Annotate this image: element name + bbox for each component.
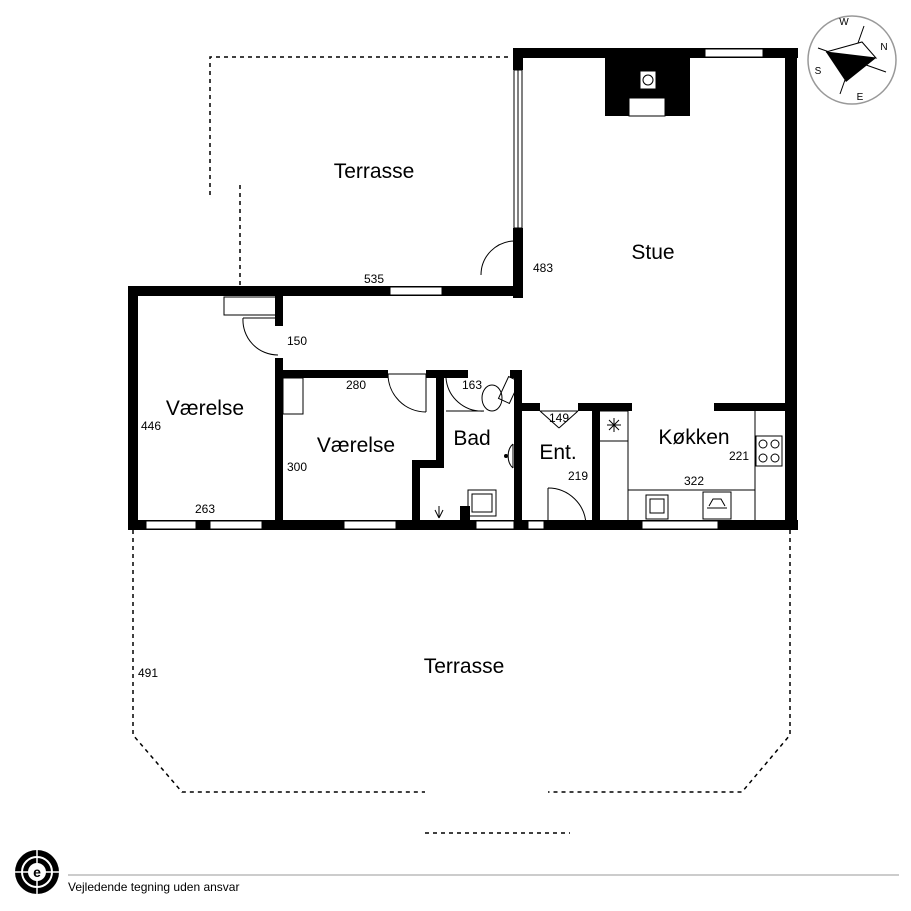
- wall: [785, 48, 797, 530]
- dimension-label: 491: [138, 666, 158, 680]
- door-opening: [527, 520, 545, 530]
- wall: [412, 460, 420, 523]
- kitchen-sink: [645, 494, 669, 520]
- compass-icon: N S E W: [807, 15, 897, 105]
- window: [145, 520, 197, 530]
- window: [343, 520, 397, 530]
- wall: [514, 370, 522, 523]
- room-label-bedroom-mid: Værelse: [317, 434, 395, 457]
- door-terrace: [480, 233, 516, 276]
- terrace-bottom-left-outline: [132, 530, 425, 793]
- svg-text:e: e: [33, 864, 41, 880]
- dimension-label: 300: [287, 460, 307, 474]
- wall: [513, 48, 798, 58]
- compass-w: W: [839, 17, 849, 28]
- wall: [514, 403, 540, 411]
- compass-needle: [826, 52, 876, 82]
- door-bedroom-mid: [387, 373, 427, 413]
- room-label-kitchen: Køkken: [658, 426, 729, 449]
- room-label-terrace-top: Terrasse: [334, 160, 415, 183]
- wall: [280, 370, 388, 378]
- wall: [275, 358, 283, 523]
- fireplace: [605, 58, 690, 117]
- door-entry: [547, 487, 587, 526]
- wall: [426, 370, 444, 378]
- fridge-icon: [607, 418, 621, 432]
- windows: [145, 48, 764, 530]
- wall: [412, 460, 444, 468]
- fixtures: [282, 58, 783, 520]
- dimension-label: 280: [346, 378, 366, 392]
- window: [704, 48, 764, 58]
- washing-machine: [467, 489, 497, 517]
- wall: [714, 403, 794, 411]
- doors: [223, 233, 587, 526]
- walls: [128, 48, 798, 530]
- wall: [460, 506, 470, 523]
- dimension-label: 446: [141, 419, 161, 433]
- washbasin: [504, 443, 514, 469]
- brand-logo-icon: e: [15, 850, 59, 894]
- room-label-bath: Bad: [453, 427, 490, 450]
- compass-s: S: [815, 66, 822, 77]
- room-label-entry: Ent.: [539, 441, 576, 464]
- room-label-living: Stue: [631, 241, 674, 264]
- wall: [592, 403, 600, 523]
- cooktop: [755, 435, 783, 467]
- door-bath: [445, 377, 485, 412]
- kitchen-counter: [600, 410, 756, 520]
- compass-e: E: [857, 92, 864, 103]
- dimension-label: 263: [195, 502, 215, 516]
- wall: [592, 403, 632, 411]
- window: [209, 520, 263, 530]
- dimension-label: 149: [549, 411, 569, 425]
- wall: [513, 228, 523, 298]
- door-bedroom-left: [223, 296, 279, 356]
- dimension-label: 150: [287, 334, 307, 348]
- wall: [513, 48, 523, 70]
- dimension-labels: 535 483 150 446 280 163 149 300 219 221 …: [138, 261, 749, 680]
- bedroom-closet: [282, 377, 304, 415]
- window: [641, 520, 719, 530]
- room-labels: Terrasse Stue Værelse Værelse Bad Ent. K…: [166, 160, 730, 678]
- dishwasher: [702, 491, 732, 520]
- room-label-terrace-bottom: Terrasse: [424, 655, 505, 678]
- wall: [436, 370, 444, 467]
- compass-n: N: [880, 42, 887, 53]
- dimension-label: 322: [684, 474, 704, 488]
- terrace-top-outline: [209, 56, 512, 195]
- room-label-bedroom-left: Værelse: [166, 397, 244, 420]
- floor-drain: [434, 506, 444, 519]
- window: [389, 286, 443, 296]
- dimension-label: 163: [462, 378, 482, 392]
- terrace-bottom-right-outline: [548, 530, 791, 793]
- wall: [128, 286, 138, 530]
- wall: [444, 370, 468, 378]
- dimension-label: 219: [568, 469, 588, 483]
- dimension-label: 483: [533, 261, 553, 275]
- wall: [578, 403, 600, 411]
- dimension-label: 221: [729, 449, 749, 463]
- disclaimer-text: Vejledende tegning uden ansvar: [68, 880, 240, 894]
- window: [475, 520, 515, 530]
- wall: [128, 286, 523, 296]
- wall: [275, 296, 283, 326]
- entry-cabinet: [539, 410, 579, 429]
- toilet: [481, 375, 521, 412]
- terrace-outlines: [132, 56, 791, 834]
- dimension-label: 535: [364, 272, 384, 286]
- wall: [128, 520, 798, 530]
